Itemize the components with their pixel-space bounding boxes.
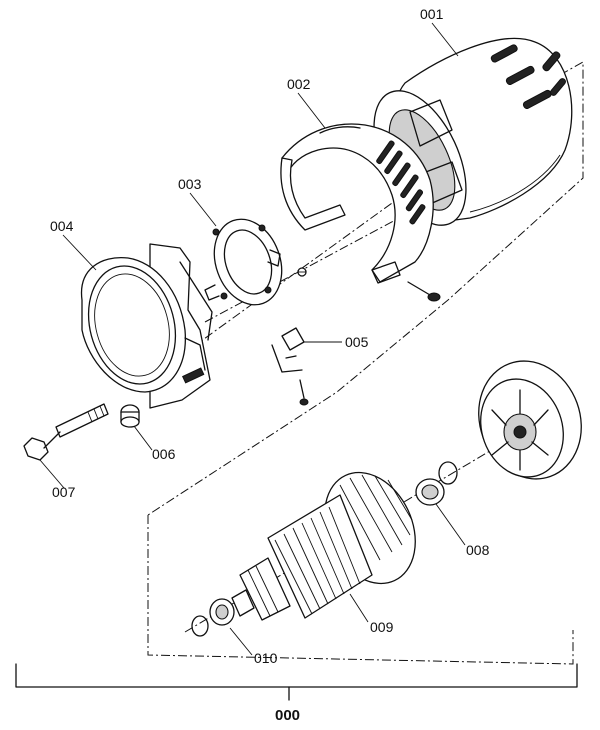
nut-006 xyxy=(120,404,140,428)
lower-assembly-frame xyxy=(147,515,574,665)
part-label-002: 002 xyxy=(287,76,311,92)
fan-baffle-002 xyxy=(280,123,434,284)
brush-plate-003 xyxy=(204,218,283,306)
through-bolt-007 xyxy=(23,403,109,461)
part-labels: 001 002 003 004 005 006 007 008 009 010 … xyxy=(50,6,490,724)
part-label-010: 010 xyxy=(254,650,278,666)
part-label-004: 004 xyxy=(50,218,74,234)
part-label-007: 007 xyxy=(52,484,76,500)
part-label-009: 009 xyxy=(370,619,394,635)
end-cap-004 xyxy=(80,243,213,409)
part-label-008: 008 xyxy=(466,542,490,558)
armature-009 xyxy=(231,471,416,621)
screw-002 xyxy=(407,281,441,302)
bearing-008 xyxy=(415,461,458,506)
motor-end-bell xyxy=(478,360,582,480)
small-screw-003 xyxy=(297,267,307,277)
part-label-003: 003 xyxy=(178,176,202,192)
leader-lines xyxy=(39,22,466,656)
part-label-005: 005 xyxy=(345,334,369,350)
brush-holder-005 xyxy=(271,327,309,406)
part-label-006: 006 xyxy=(152,446,176,462)
part-label-001: 001 xyxy=(420,6,444,22)
assembly-number: 000 xyxy=(275,707,300,724)
bearing-010 xyxy=(191,598,235,637)
assembly-bracket xyxy=(15,663,578,701)
